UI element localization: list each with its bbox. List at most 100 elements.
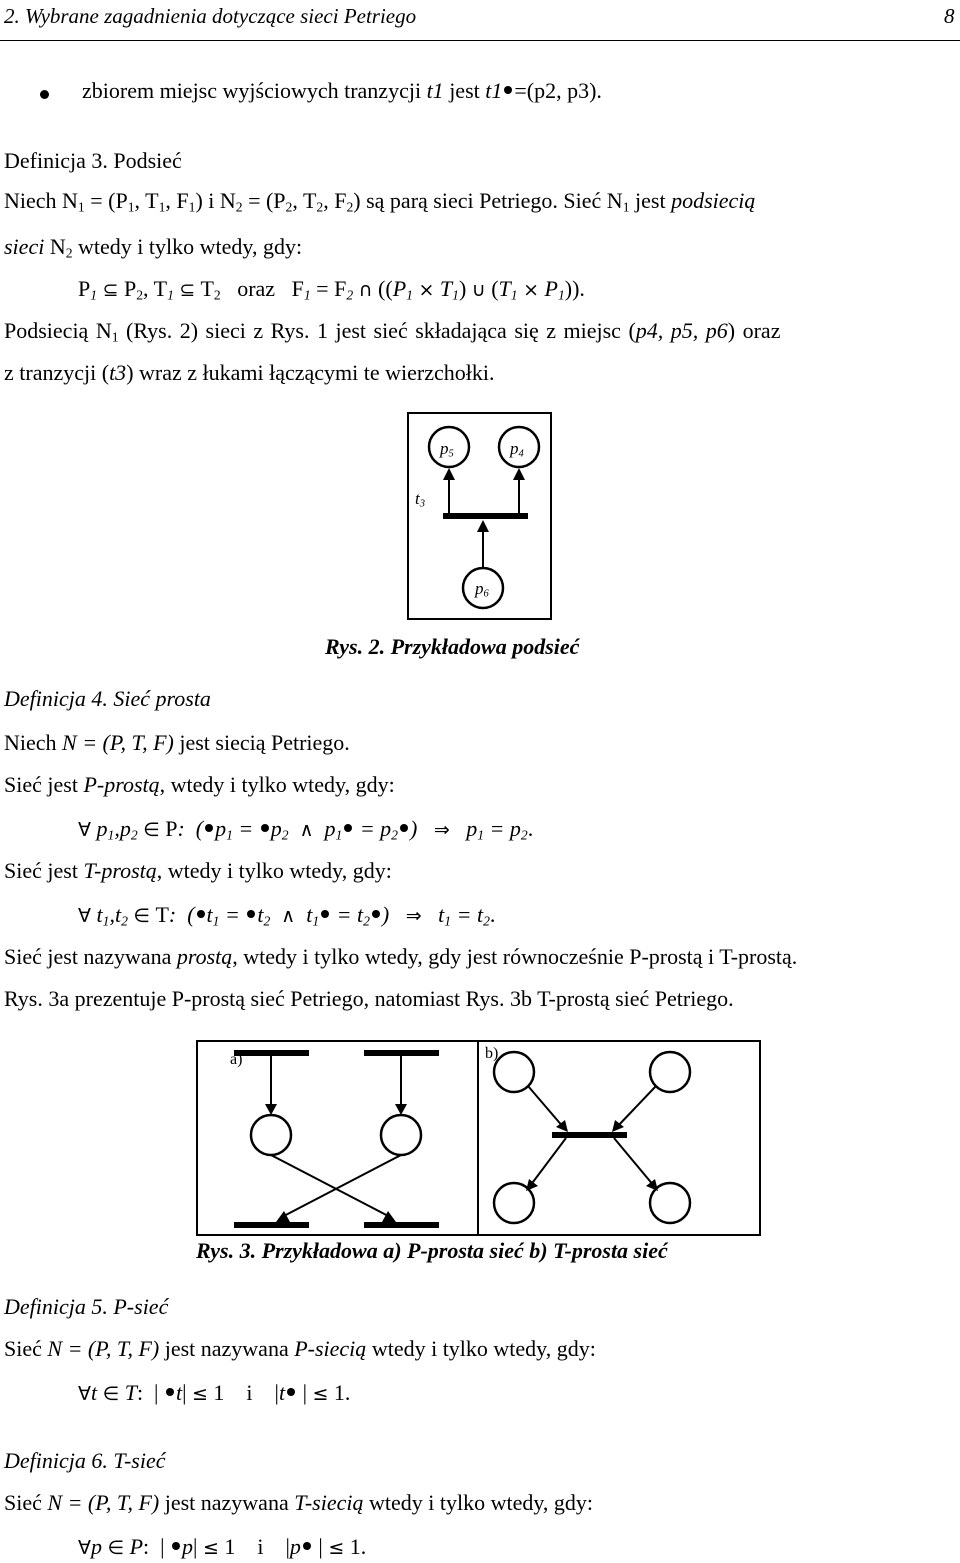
net-a-arrow — [265, 1104, 277, 1115]
net-a-arc — [279, 1154, 402, 1219]
t: N = (P, T, F) — [62, 730, 174, 755]
t: , wtedy i tylko wtedy, gdy: — [156, 858, 392, 883]
label-t3: t3 — [415, 489, 425, 510]
t: N = (P, T, F) — [47, 1490, 160, 1515]
figure-2-frame — [407, 412, 552, 620]
t: Sieć — [4, 1490, 48, 1515]
t: T — [153, 276, 168, 301]
t: T — [200, 276, 214, 301]
t: sieci — [4, 234, 45, 259]
t: p — [475, 579, 484, 598]
label-p4: p4 — [510, 439, 524, 460]
t: podsiecią — [671, 188, 756, 213]
net-a-place-right — [379, 1113, 423, 1157]
t: Sieć jest — [4, 772, 84, 797]
net-a-transition-top-right — [364, 1050, 439, 1056]
t: wtedy i tylko wtedy, gdy: — [366, 1336, 596, 1361]
t: , F — [165, 188, 189, 213]
place-p5 — [427, 425, 471, 469]
net-b-arrow — [612, 1120, 624, 1132]
bullet-tail: =(p2, p3). — [514, 78, 602, 103]
t: 3 — [419, 498, 425, 510]
net-a-arrow — [382, 1211, 396, 1222]
t: , wtedy i tylko wtedy, gdy: — [159, 772, 395, 797]
t: F — [334, 276, 347, 301]
t: z tranzycji ( — [4, 360, 110, 385]
def3-para-line1: Podsiecią N1 (Rys. 2) sieci z Rys. 1 jes… — [4, 318, 781, 345]
t: P — [392, 276, 407, 301]
net-b-place-bottom-right — [648, 1181, 692, 1225]
bullet-item: zbiorem miejsc wyjściowych tranzycji t1 … — [82, 80, 602, 102]
t: = (P — [242, 188, 286, 213]
bullet-dot — [40, 90, 49, 99]
t: P — [78, 276, 91, 301]
arrow-p4 — [513, 468, 525, 480]
t: P — [123, 276, 137, 301]
bullet-text-b: jest — [443, 78, 486, 103]
t: 6 — [483, 588, 489, 600]
net-b-arrow — [646, 1179, 658, 1191]
t: p4, p5, p6 — [635, 318, 728, 343]
figure-3-label-a: a) — [230, 1051, 243, 1068]
header-title: 2. Wybrane zagadnienia dotyczące sieci P… — [4, 4, 417, 28]
t: (Rys. 2) sieci z Rys. 1 jest sieć składa… — [118, 318, 636, 343]
t: p — [510, 439, 519, 458]
net-b-place-bottom-left — [492, 1181, 536, 1225]
figure-2-caption: Rys. 2. Przykładowa podsieć — [325, 634, 580, 659]
t: Sieć jest — [4, 858, 84, 883]
def3-line2: sieci N2 wtedy i tylko wtedy, gdy: — [4, 234, 303, 261]
net-a-arrow — [395, 1104, 407, 1115]
t: T-siecią — [294, 1490, 364, 1515]
t-net-formula: ∀p ∈ P: | p| ≤ 1 i |p | ≤ 1. — [78, 1534, 367, 1559]
def4-line4: Sieć jest nazywana prostą, wtedy i tylko… — [4, 946, 797, 968]
figure-3-nets — [196, 1040, 761, 1236]
t: ) wraz z łukami łączącymi te wierzchołki… — [126, 360, 495, 385]
p-net-formula: ∀t ∈ T: | t| ≤ 1 i |t | ≤ 1. — [78, 1380, 351, 1405]
net-a-transition-bottom-left — [234, 1222, 309, 1228]
t: , T — [292, 188, 317, 213]
net-b-arc — [527, 1085, 565, 1129]
figure-3-caption: Rys. 3. Przykładowa a) P-prosta sieć b) … — [196, 1238, 668, 1263]
t: 5 — [448, 448, 454, 460]
t: P-prostą — [83, 772, 160, 797]
net-b-arc — [615, 1085, 657, 1129]
def3-line1: Niech N1 = (P1, T1, F1) i N2 = (P2, T2, … — [4, 188, 756, 215]
def3-para-line2: z tranzycji (t3) wraz z łukami łączącymi… — [4, 362, 495, 384]
header-rule — [0, 40, 960, 41]
t: prostą — [176, 944, 233, 969]
t: Niech — [4, 730, 63, 755]
t: P — [544, 276, 558, 301]
figure-2-subnet — [407, 412, 552, 620]
t: , T — [134, 188, 159, 213]
t: Sieć jest nazywana — [4, 944, 177, 969]
t: F — [291, 276, 304, 301]
def3-formula: P1 ⊆ P2, T1 ⊆ T2 oraz F1 = F2 ∩ ((P1 × T… — [78, 276, 585, 303]
t: 4 — [518, 448, 524, 460]
t: jest nazywana — [159, 1336, 295, 1361]
page-number: 8 — [944, 4, 955, 28]
t: Niech N — [4, 188, 78, 213]
t: t3 — [109, 360, 127, 385]
net-a-arc — [270, 1154, 393, 1219]
t: p — [440, 439, 449, 458]
t: ) są parą sieci Petriego. Sieć N — [353, 188, 623, 213]
def4-heading: Definicja 4. Sieć prosta — [4, 686, 211, 711]
t: jest — [629, 188, 672, 213]
place-p4 — [497, 425, 541, 469]
t: ) i N — [195, 188, 236, 213]
figure-3-label-b: b) — [485, 1045, 499, 1062]
t: N — [44, 234, 66, 259]
def6-heading: Definicja 6. T-sieć — [4, 1448, 166, 1473]
label-p6: p6 — [475, 579, 489, 600]
net-a-place-left — [249, 1113, 293, 1157]
net-a-transition-bottom-right — [364, 1222, 439, 1228]
t: jest nazywana — [159, 1490, 295, 1515]
def5-heading: Definicja 5. P-sieć — [4, 1294, 169, 1319]
def4-line1: Niech N = (P, T, F) jest siecią Petriego… — [4, 732, 350, 754]
t: t — [415, 489, 420, 508]
t: P-siecią — [294, 1336, 367, 1361]
t: , F — [323, 188, 347, 213]
t: jest siecią Petriego. — [173, 730, 350, 755]
net-a-arrow — [276, 1211, 290, 1222]
t: ) oraz — [727, 318, 781, 343]
